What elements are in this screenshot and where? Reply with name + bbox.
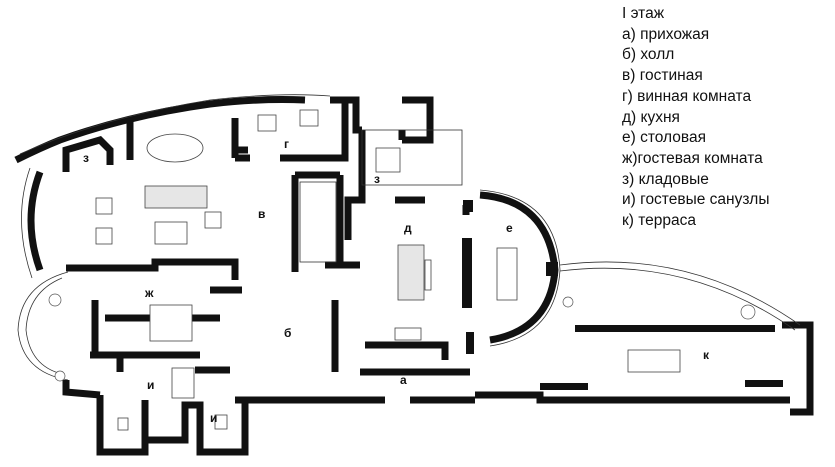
legend-title: I этаж bbox=[622, 5, 665, 22]
left-bay-wall bbox=[17, 271, 69, 381]
coffee-table bbox=[154, 221, 188, 245]
armchair-1 bbox=[95, 197, 113, 215]
pantry-walls bbox=[398, 96, 434, 144]
left-bay-wall2 bbox=[25, 277, 63, 375]
legend-item: з) кладовые bbox=[622, 170, 709, 188]
kitchen-cooktop bbox=[394, 327, 422, 341]
label-k: к bbox=[703, 348, 710, 362]
pantry-box bbox=[361, 129, 463, 186]
toilet-1 bbox=[117, 417, 129, 431]
terrace-counter-right bbox=[745, 380, 783, 387]
kitchen-stools bbox=[424, 259, 432, 291]
terrace-counter-bottom bbox=[540, 383, 588, 390]
sofa-living bbox=[144, 185, 208, 209]
label-v: в bbox=[258, 207, 265, 221]
kitchen-mid-wall bbox=[395, 196, 470, 215]
terrace-arc2 bbox=[559, 267, 796, 331]
dining-arc-inner bbox=[479, 189, 561, 347]
legend-item: г) винная комната bbox=[622, 87, 752, 105]
legend-item: к) терраса bbox=[622, 212, 697, 230]
dining-table bbox=[496, 247, 518, 301]
toilet-2 bbox=[214, 414, 228, 430]
column-2 bbox=[546, 262, 558, 276]
north-wall-left bbox=[62, 136, 114, 172]
stair-walls bbox=[291, 171, 360, 272]
terrace-arc bbox=[559, 261, 801, 326]
pantry-inner bbox=[375, 147, 401, 173]
legend-item: и) гостевые санузлы bbox=[622, 191, 770, 209]
bed bbox=[149, 304, 193, 342]
guest-room-walls bbox=[66, 258, 242, 355]
label-a: а bbox=[400, 373, 407, 387]
label-g: г bbox=[284, 137, 289, 151]
label-d: д bbox=[404, 221, 412, 235]
kitchen-long-counter bbox=[462, 238, 472, 308]
plant-1 bbox=[48, 293, 62, 307]
legend-item: ж)гостевая комната bbox=[622, 149, 763, 167]
round-dining-living bbox=[146, 133, 204, 163]
legend-item: а) прихожая bbox=[622, 25, 710, 43]
guest-room-bottom bbox=[90, 351, 230, 374]
plant-2 bbox=[54, 370, 66, 382]
armchair-2 bbox=[95, 227, 113, 245]
wine-chair-2 bbox=[299, 109, 319, 127]
label-i1: и bbox=[147, 378, 154, 392]
kitchen-island bbox=[397, 244, 425, 301]
label-e: е bbox=[506, 221, 513, 235]
hall-south-wall bbox=[235, 391, 790, 404]
plant-3 bbox=[740, 304, 756, 320]
armchair-3 bbox=[204, 211, 222, 229]
curved-facade-wall bbox=[14, 96, 306, 164]
bathtub bbox=[171, 367, 195, 399]
kitchen-walls-top bbox=[344, 96, 366, 240]
bath-walls bbox=[96, 395, 249, 456]
plant-4 bbox=[562, 296, 574, 308]
column-1 bbox=[463, 200, 473, 212]
column-3 bbox=[466, 332, 474, 354]
terrace-counter-top bbox=[575, 325, 775, 332]
label-b: б bbox=[284, 326, 291, 340]
kitchen-bottom-wall bbox=[331, 300, 470, 376]
wine-chair-1 bbox=[257, 114, 277, 132]
legend-item: е) столовая bbox=[622, 129, 706, 147]
label-z1: з bbox=[83, 151, 89, 165]
stair-block bbox=[299, 181, 337, 263]
legend-item: д) кухня bbox=[622, 108, 680, 126]
legend-item: б) холл bbox=[622, 46, 675, 64]
terrace-east-wall bbox=[782, 321, 814, 416]
curved-facade-thin bbox=[19, 94, 331, 155]
left-bulge-thin bbox=[21, 167, 33, 279]
living-wall-top bbox=[126, 118, 248, 160]
label-zh: ж bbox=[144, 286, 154, 300]
legend: I этаж а) прихожая б) холл в) гостиная г… bbox=[622, 4, 769, 232]
legend-item: в) гостиная bbox=[622, 67, 703, 85]
label-i2: и bbox=[210, 411, 217, 425]
terrace-table bbox=[627, 349, 681, 373]
left-bulge-wall bbox=[27, 170, 44, 272]
left-exterior-wall bbox=[62, 380, 101, 399]
label-z2: з bbox=[374, 172, 380, 186]
wine-room-walls bbox=[235, 96, 350, 162]
